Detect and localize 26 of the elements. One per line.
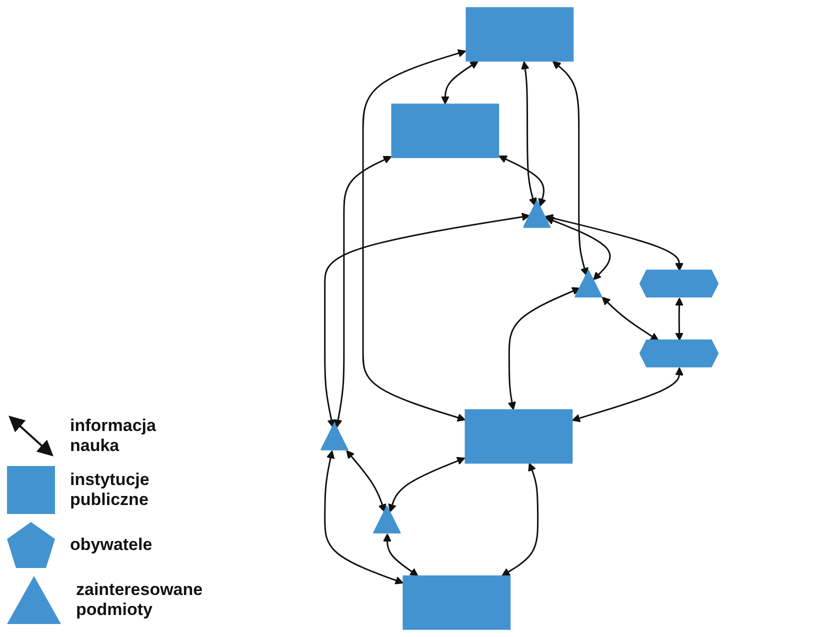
arrow: [362, 49, 466, 422]
node-box: [402, 575, 511, 630]
legend-text: zainteresowane podmioty: [76, 580, 204, 620]
arrow: [324, 450, 404, 584]
arrow: [334, 156, 392, 428]
arrow: [521, 61, 537, 206]
arrow: [498, 155, 546, 207]
arrow: [324, 212, 530, 428]
arrow: [388, 456, 466, 512]
node-box: [466, 7, 574, 62]
arrow: [508, 287, 580, 410]
arrow: [546, 216, 611, 280]
arrow: [544, 214, 684, 272]
arrow: [602, 296, 659, 341]
node-box: [391, 104, 500, 158]
arrow: [572, 367, 684, 422]
arrow: [383, 533, 418, 576]
node-box: [464, 409, 573, 464]
legend-text: instytucje publiczne: [70, 470, 150, 510]
arrow: [346, 450, 386, 512]
arrow: [440, 60, 478, 104]
arrow: [502, 462, 539, 576]
legend-text: obywatele: [70, 535, 154, 555]
legend-text: informacja nauka: [70, 416, 157, 456]
arrow: [675, 298, 684, 341]
arrow: [552, 60, 588, 276]
